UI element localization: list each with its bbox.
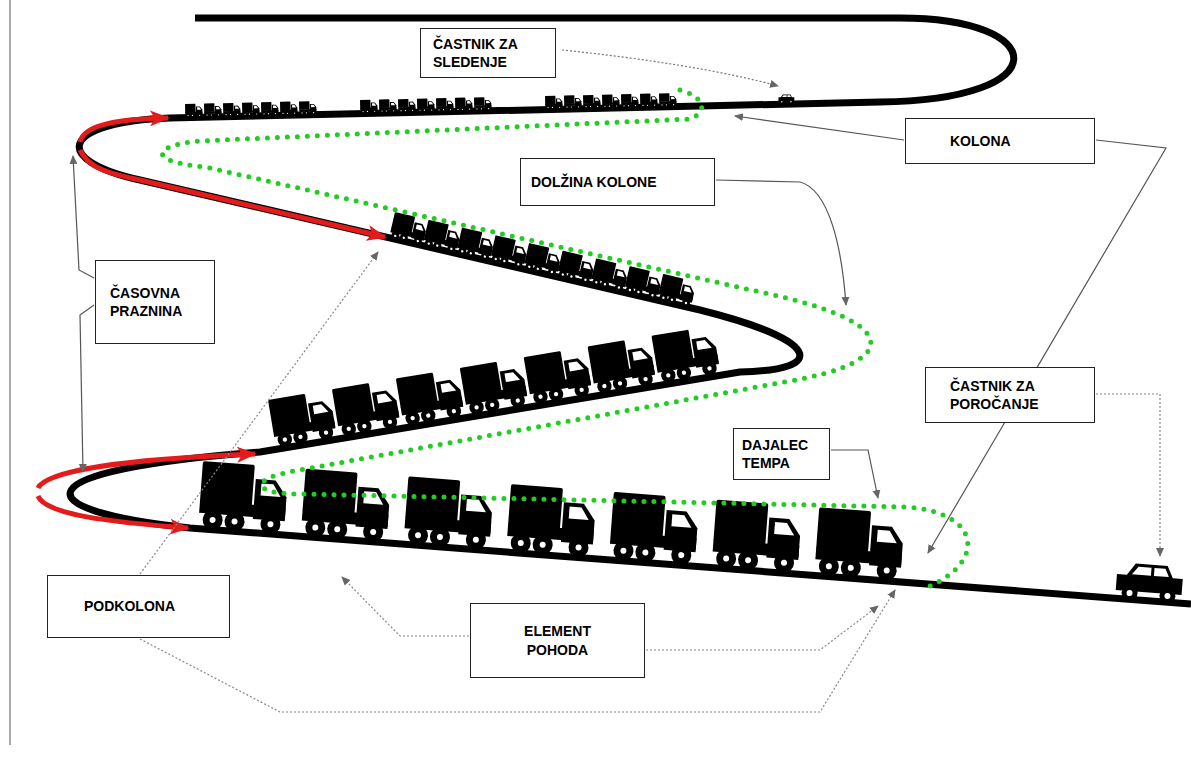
leader-line [562,50,778,86]
leader-line [342,577,469,636]
label-text: ČASTNIK ZA POROČANJE [950,377,1086,413]
label-text: ELEMENT POHODA [513,622,603,658]
label-box: ČASTNIK ZA POROČANJE [925,367,1095,423]
leader-line [140,590,895,712]
label-text: PODKOLONA [84,597,175,615]
leader-line [831,450,878,498]
tracking-jeep [778,94,794,103]
label-box: ČASOVNA PRAZNINA [95,260,215,344]
truck-group [545,93,676,110]
frame-line [10,0,11,745]
leader-line [1096,394,1160,556]
label-text: DAJALEC TEMPA [742,436,821,472]
gap-arrow [80,150,385,237]
leader-line [80,305,94,472]
leader-line [73,156,94,278]
truck-group [185,101,316,118]
gap-arrow [38,496,188,528]
label-text: KOLONA [950,132,1011,150]
truck-group [389,212,697,308]
gap-arrow [80,118,168,142]
label-box: ČASTNIK ZA SLEDENJE [420,28,556,78]
leader-line [716,180,846,305]
label-text: DOLŽINA KOLONE [531,173,656,191]
label-box: ELEMENT POHODA [470,603,645,678]
label-box: KOLONA [905,118,1095,164]
leader-line [928,140,1166,553]
label-text: ČASTNIK ZA SLEDENJE [433,35,547,71]
label-box: DOLŽINA KOLONE [520,158,715,206]
reporting-jeep [1115,562,1184,605]
column-length-outline [162,90,967,588]
truck-group [268,326,721,449]
label-text: ČASOVNA PRAZNINA [110,284,206,320]
road [70,18,1191,604]
label-box: DAJALEC TEMPA [733,428,830,480]
label-box: PODKOLONA [47,575,230,638]
truck-group [360,97,491,114]
leader-line [735,116,904,140]
leader-line [646,606,878,650]
